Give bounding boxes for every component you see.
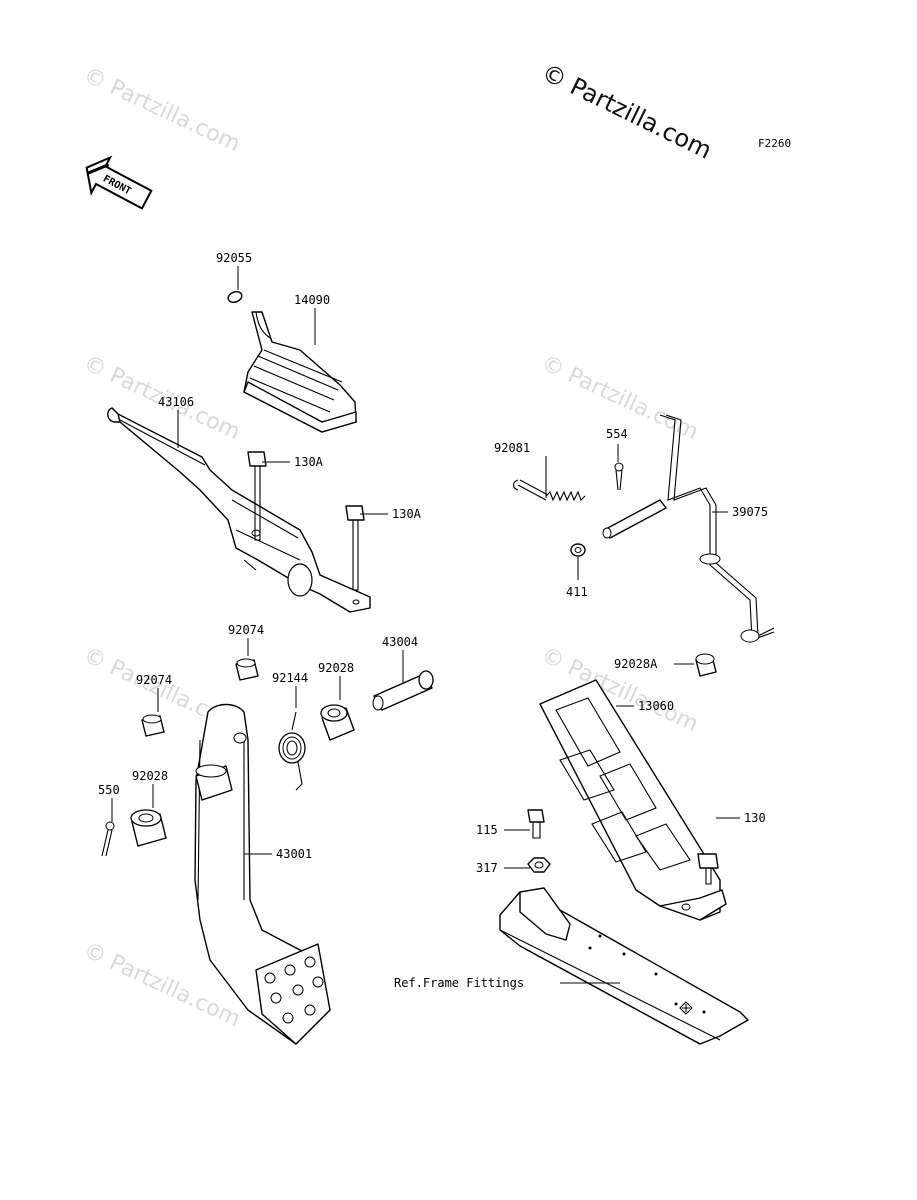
part-411-washer: [570, 543, 586, 557]
label-411: 411: [566, 585, 588, 599]
part-13060-accelerator-pedal: [539, 679, 727, 921]
label-130A-1: 130A: [294, 455, 324, 469]
label-92081: 92081: [494, 441, 530, 455]
label-43106: 43106: [158, 395, 194, 409]
label-43004: 43004: [382, 635, 418, 649]
part-43004-pin: [372, 670, 434, 711]
part-92144-spring: [278, 711, 306, 791]
label-92144: 92144: [272, 671, 308, 685]
label-14090: 14090: [294, 293, 330, 307]
label-115: 115: [476, 823, 498, 837]
part-92028A-bushing: [695, 653, 717, 677]
label-92028-2: 92028: [132, 769, 168, 783]
part-317-nut: [527, 857, 551, 873]
label-ref-frame-fittings: Ref.Frame Fittings: [394, 976, 524, 990]
copyright-text: © Partzilla.com: [537, 58, 716, 164]
part-554-cotter-pin: [614, 462, 624, 491]
label-13060: 13060: [638, 699, 674, 713]
part-92074-bumper-1: [235, 658, 259, 681]
part-43106-parking-lever: [107, 407, 371, 613]
label-550: 550: [98, 783, 120, 797]
part-39075-rod: [602, 414, 775, 643]
part-130A-bolt-2: [345, 505, 365, 591]
front-arrow-icon: FRONT: [85, 155, 153, 210]
label-39075: 39075: [732, 505, 768, 519]
label-43001: 43001: [276, 847, 312, 861]
label-317: 317: [476, 861, 498, 875]
label-92055: 92055: [216, 251, 252, 265]
part-92081-spring: [512, 479, 586, 502]
frame-fitting: [499, 887, 749, 1045]
watermark: © Partzilla.com: [79, 63, 243, 157]
part-92028-bushing-1: [320, 704, 355, 741]
part-115-bolt: [527, 809, 545, 839]
label-130A-2: 130A: [392, 507, 422, 521]
label-554: 554: [606, 427, 628, 441]
part-130A-bolt-1: [247, 451, 267, 541]
watermark-group: © Partzilla.com © Partzilla.com © Partzi…: [79, 63, 701, 1032]
label-92028-1: 92028: [318, 661, 354, 675]
label-92074-1: 92074: [228, 623, 264, 637]
part-14090-boot: [243, 311, 357, 433]
part-550-cotter-pin: [101, 821, 115, 857]
part-92055-o-ring: [227, 291, 243, 303]
part-43001-brake-pedal: [194, 703, 331, 1045]
diagram-code: F2260: [758, 137, 791, 150]
part-92074-bumper-2: [141, 714, 165, 737]
label-130: 130: [744, 811, 766, 825]
leader-lines: [111, 266, 740, 984]
label-92028A: 92028A: [614, 657, 658, 671]
part-labels: 92055 14090 43106 130A 130A 92081 554 39…: [98, 251, 768, 990]
pedal-holes: [264, 956, 324, 1024]
label-92074-2: 92074: [136, 673, 172, 687]
part-92028-bushing-2: [130, 809, 167, 847]
part-130-bolt: [697, 853, 719, 885]
frame-dots: [588, 934, 706, 1014]
